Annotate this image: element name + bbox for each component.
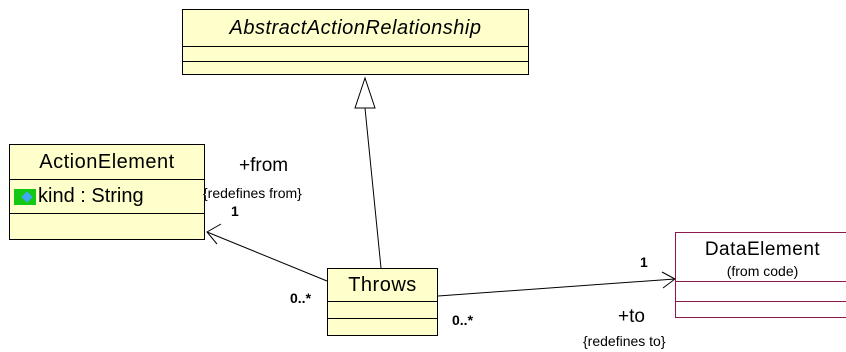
class-action-element[interactable]: ActionElement kind : String (9, 144, 205, 240)
class-throws[interactable]: Throws (327, 268, 438, 336)
public-attribute-icon (14, 188, 36, 205)
generalization-arrowhead (354, 76, 376, 109)
generalization-line (364, 107, 382, 269)
operations-compartment (328, 318, 437, 335)
association-to-line (437, 278, 676, 297)
role-from-label: +from (239, 155, 289, 176)
role-to-label: +to (618, 306, 645, 327)
attributes-compartment (328, 301, 437, 318)
operations-compartment (183, 61, 528, 74)
class-name: AbstractActionRelationship (229, 16, 482, 39)
class-name: Throws (348, 273, 417, 296)
constraint-redefines-to: {redefines to} (583, 333, 666, 349)
association-from-line (206, 231, 328, 282)
class-name: DataElement (704, 239, 821, 260)
class-name: ActionElement (39, 150, 175, 173)
multiplicity-from-source: 0..* (290, 290, 312, 306)
class-origin: (from code) (726, 263, 799, 279)
operations-compartment (10, 213, 204, 239)
attributes-compartment (183, 46, 528, 61)
multiplicity-from-target: 1 (231, 203, 239, 219)
class-data-element[interactable]: DataElement (from code) (675, 232, 846, 318)
attribute-kind: kind : String (38, 185, 144, 207)
class-abstract-action-relationship[interactable]: AbstractActionRelationship (182, 9, 529, 75)
attributes-compartment: kind : String (10, 179, 204, 213)
multiplicity-to-source: 0..* (452, 312, 474, 328)
association-from-arrowhead (206, 223, 222, 245)
constraint-redefines-from: {redefines from} (203, 185, 302, 201)
multiplicity-to-target: 1 (640, 254, 648, 270)
operations-compartment (676, 301, 846, 315)
attributes-compartment (676, 281, 846, 301)
